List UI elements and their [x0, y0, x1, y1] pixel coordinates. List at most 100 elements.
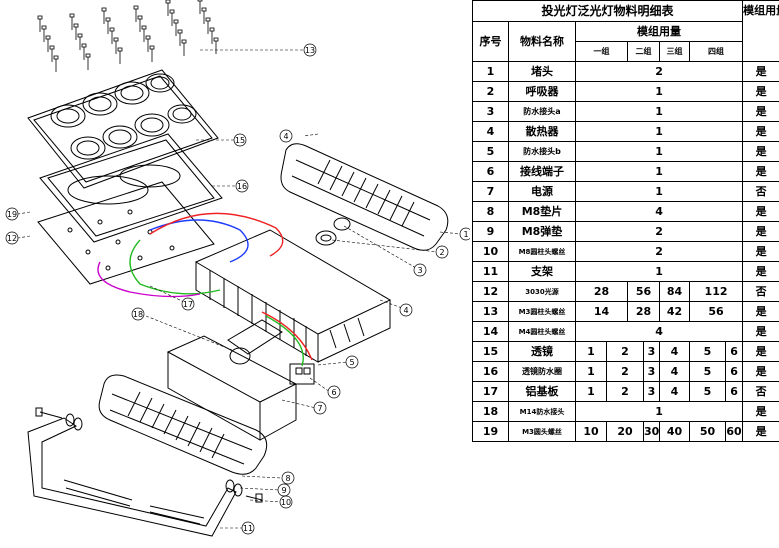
- row-flag: 是: [742, 321, 779, 342]
- callout-9: 9: [277, 483, 291, 497]
- row-group-qty: 30: [643, 421, 660, 442]
- row-group-qty: 6: [724, 341, 744, 362]
- m3-screw: [105, 17, 111, 34]
- row-flag: 是: [742, 61, 779, 82]
- row-name: M3圆柱头螺丝: [508, 301, 576, 322]
- row-qty: 1: [574, 121, 744, 142]
- row-number: 17: [472, 381, 509, 402]
- m3-screw: [49, 45, 55, 62]
- row-group-qty: 4: [659, 361, 690, 382]
- row-number: 18: [472, 401, 509, 422]
- row-group-qty: 42: [659, 301, 690, 322]
- header-group-2: 二组: [627, 41, 660, 62]
- svg-text:7: 7: [317, 404, 322, 413]
- row-flag: 否: [742, 181, 779, 202]
- row-number: 6: [472, 161, 509, 182]
- m3-screw: [73, 23, 79, 40]
- row-group-qty: 20: [606, 421, 644, 442]
- wires: [97, 212, 313, 367]
- row-group-qty: 1: [575, 361, 607, 382]
- m3-screw: [169, 9, 175, 26]
- row-group-qty: 2: [606, 341, 644, 362]
- svg-text:2: 2: [439, 248, 444, 257]
- row-flag: 否: [742, 281, 779, 302]
- row-group-qty: 2: [606, 381, 644, 402]
- callout-10: 10: [279, 495, 293, 509]
- svg-text:4: 4: [403, 306, 408, 315]
- callout-5: 5: [345, 355, 359, 369]
- svg-text:16: 16: [237, 182, 247, 191]
- svg-text:10: 10: [281, 498, 291, 507]
- row-number: 2: [472, 81, 509, 102]
- svg-text:19: 19: [7, 210, 17, 219]
- row-qty: 1: [574, 161, 744, 182]
- m3-screw: [205, 17, 211, 34]
- row-qty: 1: [574, 261, 744, 282]
- row-qty: 4: [574, 201, 744, 222]
- heat-sink: [194, 229, 392, 363]
- row-group-qty: 1: [575, 381, 607, 402]
- header-last: [742, 21, 779, 62]
- m3-screw: [81, 43, 87, 60]
- header-name: 物料名称: [508, 21, 576, 62]
- callout-7: 7: [313, 401, 327, 415]
- row-group-qty: 14: [575, 301, 628, 322]
- header-usage: 模组用量: [574, 21, 744, 42]
- row-flag: 是: [742, 201, 779, 222]
- row-group-qty: 56: [688, 301, 744, 322]
- m3-screw: [201, 7, 207, 24]
- row-name: 堵头: [508, 61, 576, 82]
- row-flag: 是: [742, 401, 779, 422]
- m3-screw: [173, 19, 179, 36]
- m3-screw: [209, 27, 215, 44]
- row-number: 7: [472, 181, 509, 202]
- callout-13: 13: [303, 43, 317, 57]
- callout-6: 6: [327, 385, 341, 399]
- svg-text:17: 17: [183, 300, 193, 309]
- row-number: 8: [472, 201, 509, 222]
- m3-screw: [213, 37, 219, 54]
- svg-text:8: 8: [285, 474, 290, 483]
- m3-screw: [113, 37, 119, 54]
- callout-17: 17: [181, 297, 195, 311]
- callout-4-top: 4: [279, 129, 293, 143]
- row-group-qty: 40: [659, 421, 690, 442]
- m3-screws: [37, 0, 219, 72]
- row-flag: 是: [742, 301, 779, 322]
- m3-screw: [165, 0, 171, 16]
- m3-screw: [137, 15, 143, 32]
- header-group-4: 四组: [688, 41, 744, 62]
- svg-text:3: 3: [417, 266, 422, 275]
- m3-screw: [77, 33, 83, 50]
- lens-seal-ring: [39, 133, 223, 243]
- row-group-qty: 6: [724, 381, 744, 402]
- row-group-qty: 6: [724, 361, 744, 382]
- row-qty: 1: [574, 81, 744, 102]
- row-name: 呼吸器: [508, 81, 576, 102]
- row-qty: 2: [574, 241, 744, 262]
- row-name: 3030光源: [508, 281, 576, 302]
- callout-12: 12: [5, 231, 19, 245]
- bom-table: 投光灯泛光灯物料明细表 模组用量 序号 物料名称 模组用量 一组 二组 三组 四…: [471, 0, 779, 442]
- svg-text:13: 13: [305, 46, 315, 55]
- m3-screw: [177, 29, 183, 46]
- row-group-qty: 50: [689, 421, 726, 442]
- row-number: 11: [472, 261, 509, 282]
- row-name: M8弹垫: [508, 221, 576, 242]
- row-number: 5: [472, 141, 509, 162]
- m3-screw: [141, 25, 147, 42]
- row-qty: 1: [574, 141, 744, 162]
- m3-screw: [85, 53, 91, 70]
- m3-screw: [149, 45, 155, 62]
- row-number: 14: [472, 321, 509, 342]
